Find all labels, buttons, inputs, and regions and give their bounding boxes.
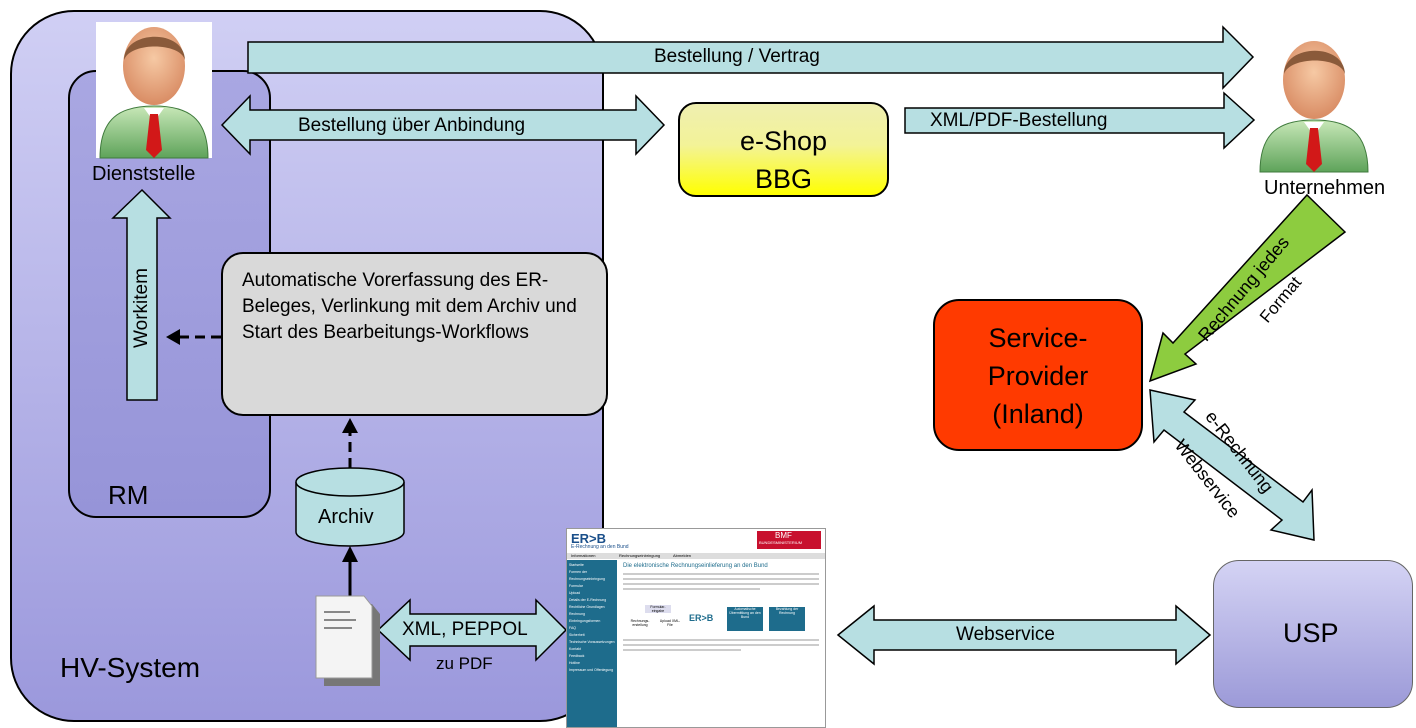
nav-item[interactable]: Hotline <box>569 661 580 665</box>
arrow-bestellung-anbindung <box>220 94 666 156</box>
usp-box <box>1213 560 1413 708</box>
nav-item[interactable]: FAQ <box>569 626 577 630</box>
site-nav: Startseite Formen der Rechnungseinbringu… <box>567 560 617 727</box>
label-archiv: Archiv <box>318 506 374 528</box>
eshop-title: e-Shop <box>739 126 828 156</box>
arrow-e-rechnung-webservice <box>1149 389 1315 541</box>
bmf-logo: BMF <box>775 531 792 540</box>
arrow-webservice <box>836 604 1212 666</box>
service-provider-line1: Service- <box>988 323 1088 353</box>
site-subtitle: E-Rechnung an den Bund <box>571 544 629 550</box>
eshop-subtitle: BBG <box>754 164 813 194</box>
arrow-rechnung-jedes-format <box>1148 193 1347 383</box>
label-webservice: Webservice <box>956 624 1055 645</box>
flow-graphic: Rechnungs-erstellung Formular-eingabe Up… <box>627 605 817 635</box>
arrow-workitem <box>111 188 172 401</box>
service-provider-line2: Provider <box>987 361 1089 391</box>
nav-item[interactable]: Kontakt <box>569 647 581 651</box>
automatic-preentry-box <box>221 252 608 416</box>
nav-item[interactable]: Startseite <box>569 563 584 567</box>
label-dienststelle: Dienststelle <box>92 163 196 185</box>
eshop-bbg-box <box>678 102 889 197</box>
document-icon <box>315 595 380 686</box>
label-workitem: Workitem <box>131 268 152 348</box>
er-b-website-screenshot: ER>B E-Rechnung an den Bund BMF BUNDESMI… <box>566 528 826 728</box>
service-provider-box <box>933 299 1143 451</box>
nav-item[interactable]: Einbringungsformen <box>569 619 601 623</box>
usp-title: USP <box>1283 618 1339 648</box>
label-hv-system: HV-System <box>60 652 201 683</box>
nav-item[interactable]: Technische Voraussetzungen <box>569 640 615 644</box>
label-rm: RM <box>108 480 149 510</box>
nav-item[interactable]: Rechnung <box>569 612 585 616</box>
nav-item[interactable]: Formular <box>569 584 584 588</box>
service-provider-line3: (Inland) <box>992 399 1084 429</box>
person-icon-dienststelle <box>96 22 212 159</box>
label-bestellung-anbindung: Bestellung über Anbindung <box>298 115 526 136</box>
label-xml-pdf-bestellung: XML/PDF-Bestellung <box>930 110 1108 131</box>
automatic-preentry-text: Automatische Vorerfassung des ER-Beleges… <box>242 270 577 343</box>
nav-item[interactable]: Details der E-Rechnung <box>569 598 607 602</box>
label-unternehmen: Unternehmen <box>1264 177 1386 199</box>
arrow-xml-pdf-bestellung <box>904 91 1256 150</box>
arrow-bestellung-vertrag <box>247 25 1255 90</box>
tab-rechnungseinbringung[interactable]: Rechnungseinbringung <box>619 553 661 558</box>
nav-item[interactable]: Feedback <box>569 654 585 658</box>
tab-informationen[interactable]: Informationen <box>571 553 596 558</box>
label-zu-pdf: zu PDF <box>436 654 493 673</box>
label-bestellung-vertrag: Bestellung / Vertrag <box>654 46 820 67</box>
label-xml-peppol: XML, PEPPOL <box>402 619 528 640</box>
nav-item[interactable]: Impressum und Offenlegung <box>569 668 614 672</box>
site-logo: ER>B <box>571 531 607 546</box>
person-icon-unternehmen <box>1259 41 1369 173</box>
site-heading: Die elektronische Rechnungseinlieferung … <box>623 563 768 569</box>
tab-abmelden[interactable]: Abmelden <box>673 553 692 558</box>
nav-item[interactable]: Formen der Rechnungseinbringung <box>569 570 605 581</box>
archiv-cylinder <box>295 467 405 547</box>
nav-item[interactable]: Sicherheit <box>569 633 585 637</box>
nav-item[interactable]: Rechtliche Grundlagen <box>569 605 605 609</box>
nav-item[interactable]: Upload <box>569 591 581 595</box>
